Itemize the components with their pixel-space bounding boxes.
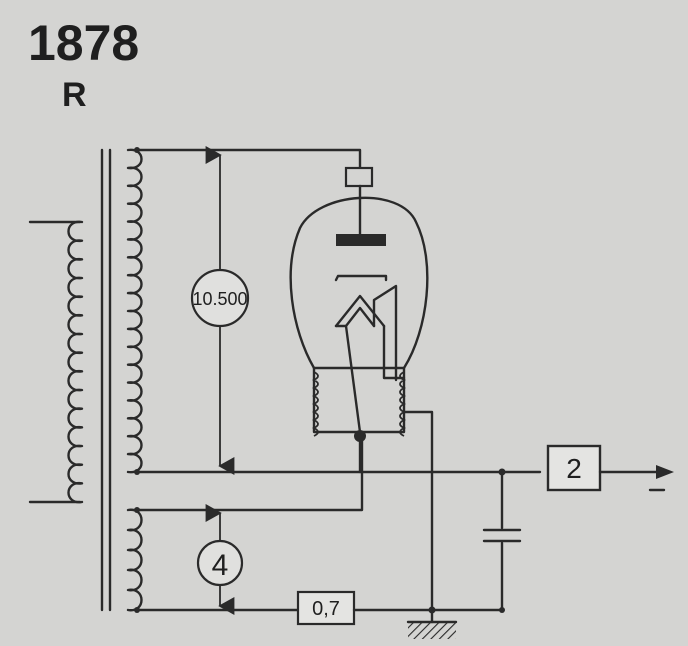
filament [334,294,386,328]
primary-coils [67,220,84,504]
output-arrow [656,465,674,479]
screw-thread [399,371,407,437]
heater-winding [126,508,143,612]
primary-winding [28,220,84,504]
junction-dot [134,469,140,475]
screw-thread [311,371,319,437]
heater-label-circle [196,539,244,587]
tube-base [312,366,406,434]
junction-dot [134,607,140,613]
hv-label-circle [190,268,250,328]
hv-label: 10.500 [192,289,247,309]
cathode-ground-wire [402,410,434,612]
coil-path [126,148,143,474]
transformer-core [100,148,112,612]
coil-path [126,508,143,612]
grid [334,274,388,282]
junction-dot [134,507,140,513]
junction-dot [134,147,140,153]
heater-label: 4 [212,549,229,582]
filament-wire [135,436,364,512]
capacitor [482,470,522,613]
ground-symbol [406,608,458,639]
anode-wire [135,148,362,172]
resistor-box [296,590,356,626]
coil-path [67,220,84,504]
diagram-number: 1878 [28,15,139,71]
output-box [546,444,602,492]
diagram-letter: R [62,76,87,114]
secondary-hv-winding [126,148,143,474]
resistor-label: 0,7 [312,598,340,620]
anode-plate [336,234,386,246]
output-label: 2 [566,453,582,484]
vacuum-tube [289,166,429,474]
